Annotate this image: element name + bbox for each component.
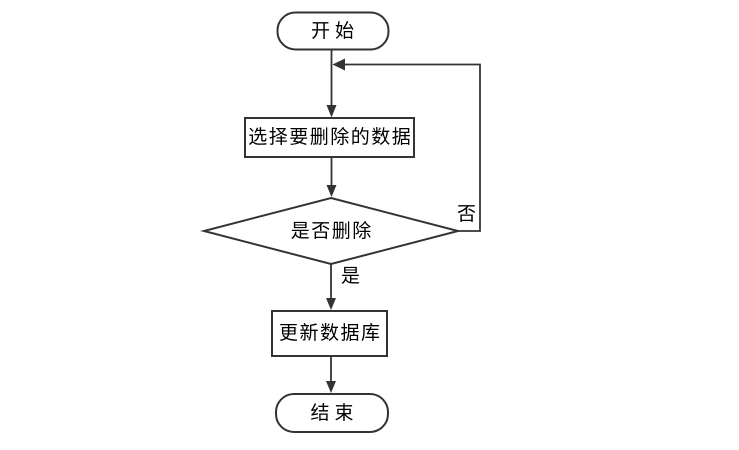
shape-layer: [200, 11, 462, 433]
start-terminator-shape: [276, 11, 390, 51]
delete-decision-diamond-shape: [200, 196, 462, 266]
arrowhead-into-update: [326, 298, 336, 310]
arrowhead-layer: [326, 58, 345, 393]
arrowhead-into-decision: [326, 185, 337, 197]
arrowhead-loopback-left: [332, 58, 345, 71]
update-database-process-shape: [271, 310, 388, 357]
arrowhead-into-end: [326, 381, 336, 393]
arrowhead-into-select: [326, 105, 337, 118]
connector-layer: [330, 50, 481, 384]
select-data-process-shape: [244, 117, 415, 158]
edge-decision-no-loopback: [344, 63, 481, 232]
end-terminator-shape: [275, 393, 389, 433]
